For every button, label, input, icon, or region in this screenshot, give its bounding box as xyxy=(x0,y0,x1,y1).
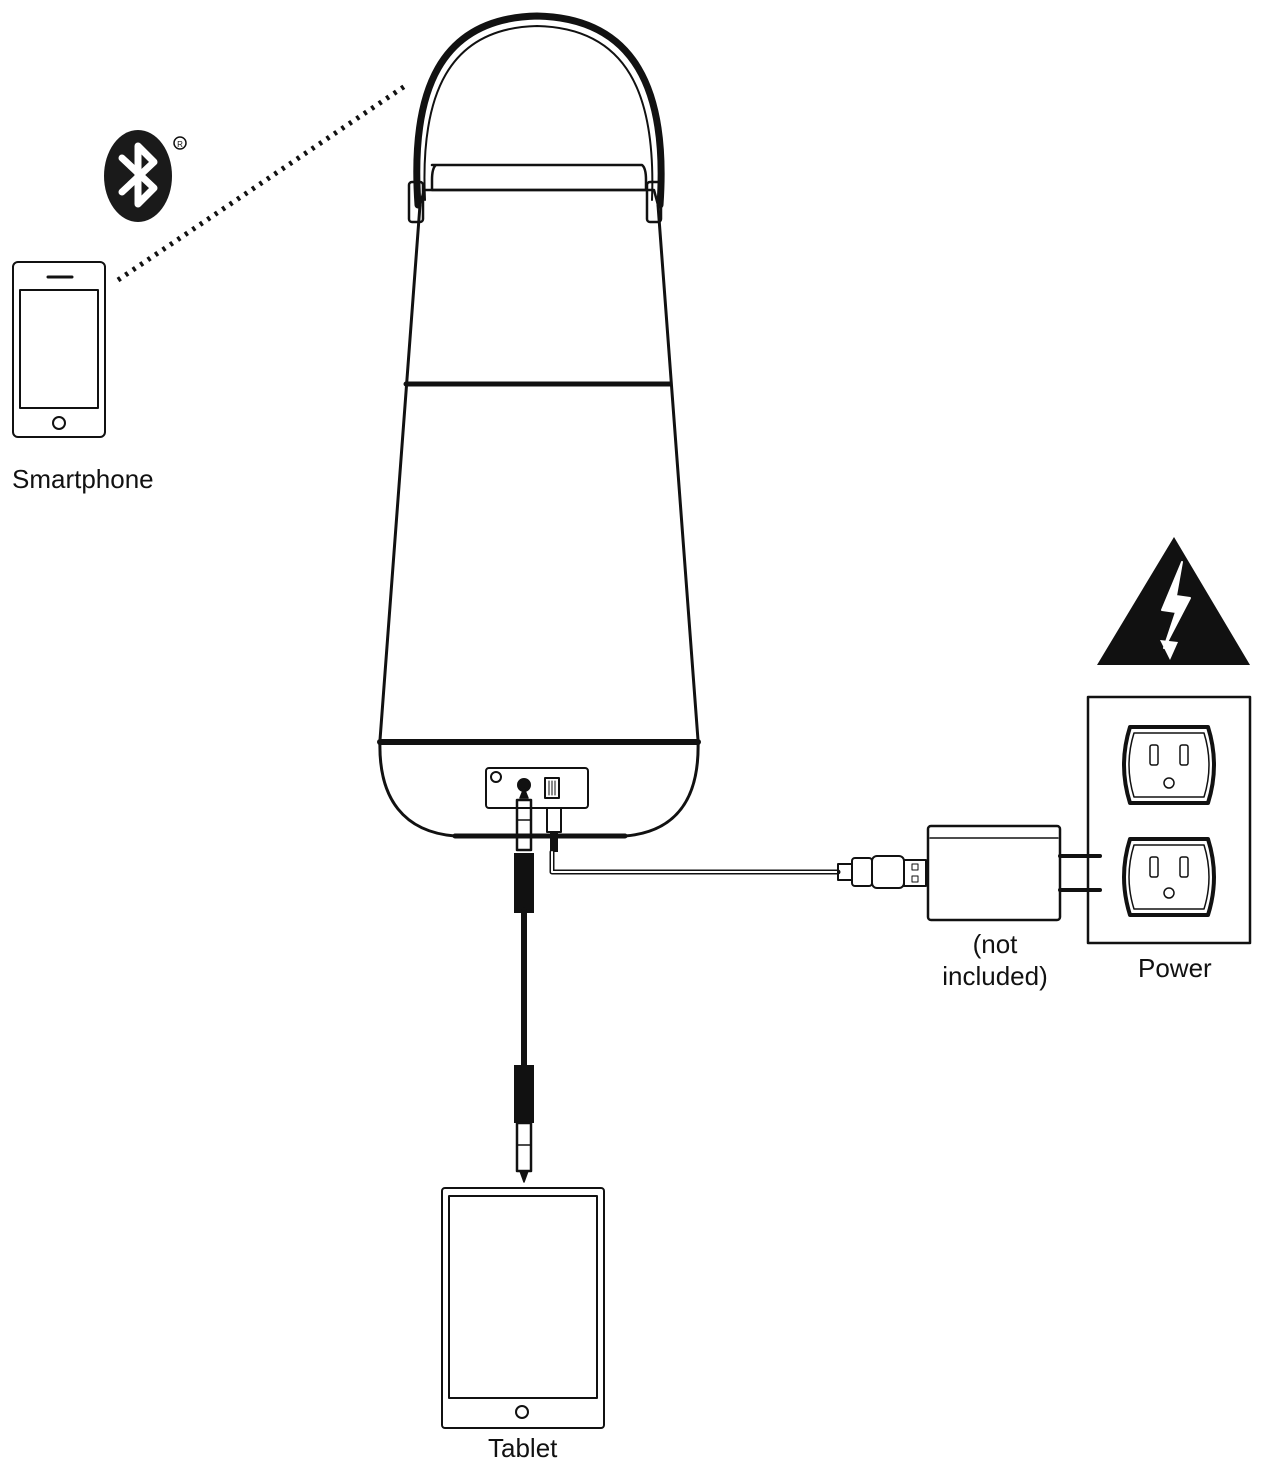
adapter-label: (not included) xyxy=(930,928,1060,992)
aux-cable xyxy=(514,787,534,1183)
tablet-icon xyxy=(441,1187,605,1429)
adapter-label-line-1: (not xyxy=(972,929,1018,959)
usb-cable xyxy=(546,807,927,889)
smartphone-icon xyxy=(12,261,106,438)
power-label: Power xyxy=(1138,953,1212,983)
speaker-body xyxy=(377,163,701,839)
electrical-hazard-icon xyxy=(1097,537,1250,665)
bluetooth-link-line xyxy=(116,83,407,283)
wall-outlet-icon xyxy=(1086,695,1252,945)
registered-trademark-icon: R xyxy=(173,136,187,150)
power-adapter-icon xyxy=(926,824,1102,922)
tablet-label: Tablet xyxy=(488,1433,558,1463)
speaker-input-panel xyxy=(485,767,589,809)
speaker-handle xyxy=(407,12,665,224)
smartphone-label: Smartphone xyxy=(12,464,154,494)
svg-text:R: R xyxy=(177,140,183,149)
adapter-label-line-2: included) xyxy=(942,961,1048,991)
bluetooth-icon xyxy=(104,130,172,222)
